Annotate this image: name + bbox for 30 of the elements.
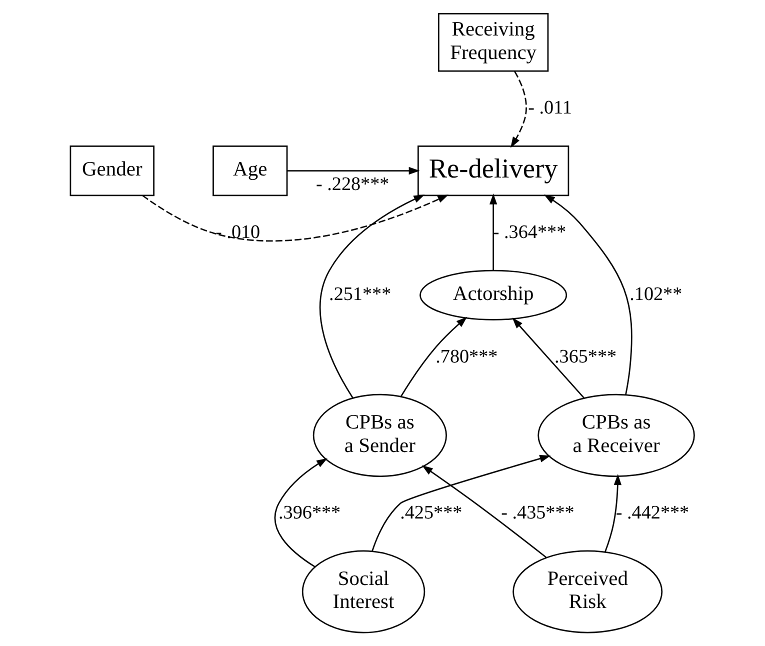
edge-label: - .228*** (316, 174, 390, 196)
node-box: Age (212, 146, 288, 196)
arrow (274, 458, 328, 568)
arrow (372, 454, 551, 552)
node-ellipse: Social Interest (302, 550, 426, 634)
edge-label: .396*** (278, 502, 341, 524)
arrow (287, 166, 420, 175)
arrow (544, 194, 632, 395)
arrow (422, 465, 547, 558)
arrow (400, 316, 468, 397)
edge-label: .780*** (436, 346, 498, 368)
arrow (142, 194, 449, 242)
edge-label: .102** (630, 284, 682, 306)
edge-label: .251*** (329, 284, 392, 306)
edge-label: - .442*** (616, 502, 690, 524)
arrow (510, 71, 527, 148)
node-box: Receiving Frequency (438, 13, 549, 72)
node-ellipse: Actorship (420, 270, 568, 320)
arrow (489, 193, 498, 270)
node-ellipse: Perceived Risk (512, 550, 663, 634)
edge-label: .365*** (554, 346, 617, 368)
edge-label: - .011 (528, 98, 572, 119)
node-box: Re-delivery (417, 146, 570, 196)
node-box: Gender (70, 146, 154, 196)
arrow (512, 318, 585, 399)
arrow (320, 194, 425, 398)
edge-label: .425*** (400, 502, 462, 524)
edge-label: - .010 (216, 222, 260, 244)
edge-label: - .435*** (501, 502, 574, 524)
arrow (604, 474, 622, 552)
